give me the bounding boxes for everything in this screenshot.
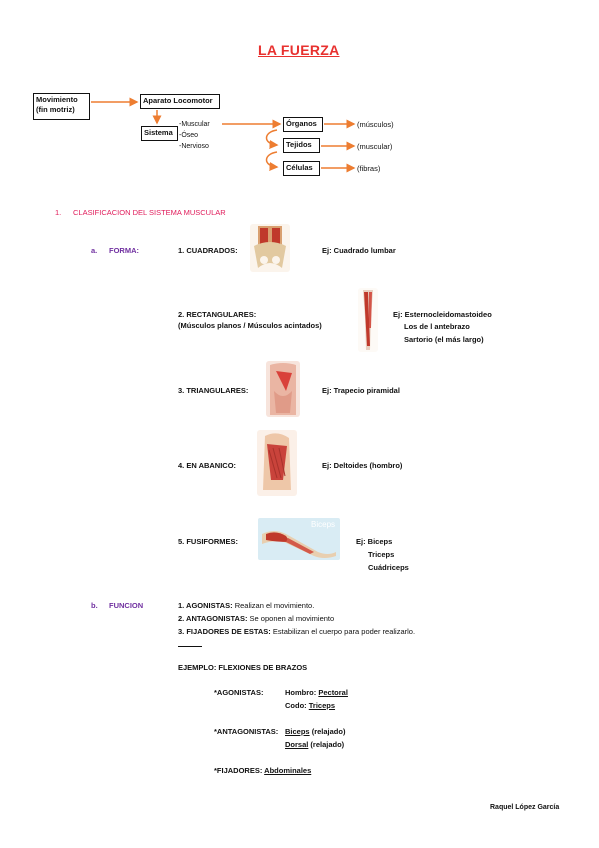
forma-letter: a. bbox=[91, 246, 98, 255]
antagonistas-row: Biceps (relajado) bbox=[285, 727, 345, 737]
sistema-box: Sistema bbox=[141, 126, 178, 141]
page-title: LA FUERZA bbox=[258, 42, 340, 58]
leg-muscle-image bbox=[358, 288, 378, 352]
sistema-item: -Muscular bbox=[179, 121, 210, 128]
funcion-item: 2. ANTAGONISTAS: Se oponen al movimiento bbox=[178, 614, 334, 624]
funcion-term: 1. AGONISTAS: bbox=[178, 601, 233, 610]
row-key: Hombro: bbox=[285, 688, 317, 697]
funcion-item: 1. AGONISTAS: Realizan el movimiento. bbox=[178, 601, 314, 611]
sistema-items: -Muscular -Óseo -Nervioso bbox=[179, 119, 210, 152]
forma-item-label-2: (Músculos planos / Músculos acintados) bbox=[178, 321, 322, 330]
fijadores-value: Abdominales bbox=[264, 766, 312, 775]
funcion-term: 3. FIJADORES DE ESTAS: bbox=[178, 627, 271, 636]
curved-arrow bbox=[265, 151, 279, 171]
section-number: 1. bbox=[55, 208, 62, 217]
antagonistas-row: Dorsal (relajado) bbox=[285, 740, 344, 750]
tejidos-box: Tejidos bbox=[283, 138, 320, 153]
funcion-text: Se oponen al movimiento bbox=[249, 614, 335, 623]
forma-example: Ej: Cuadrado lumbar bbox=[322, 246, 396, 255]
divider bbox=[178, 646, 202, 647]
funcion-text: Estabilizan el cuerpo para poder realiza… bbox=[272, 627, 416, 636]
tejidos-note: (muscular) bbox=[357, 142, 393, 151]
organos-note: (músculos) bbox=[357, 120, 394, 129]
row-value: Triceps bbox=[308, 701, 336, 710]
forma-example: Ej: Esternocleidomastoideo bbox=[393, 310, 492, 319]
forma-item-label: 2. RECTANGULARES: bbox=[178, 310, 257, 319]
trapezius-image bbox=[266, 361, 300, 417]
section-heading: CLASIFICACION DEL SISTEMA MUSCULAR bbox=[73, 208, 226, 217]
forma-example: Ej: Deltoides (hombro) bbox=[322, 461, 403, 470]
funcion-letter: b. bbox=[91, 601, 98, 610]
example-title: EJEMPLO: FLEXIONES DE BRAZOS bbox=[178, 663, 308, 672]
movimiento-label: Movimiento bbox=[36, 95, 78, 104]
author: Raquel López García bbox=[490, 804, 560, 811]
celulas-box: Células bbox=[283, 161, 320, 176]
forma-example: Ej: Trapecio piramidal bbox=[322, 386, 400, 395]
organos-box: Órganos bbox=[283, 117, 323, 132]
row-key: Codo: bbox=[285, 701, 307, 710]
row-value: Pectoral bbox=[318, 688, 348, 697]
agonistas-label: *AGONISTAS: bbox=[214, 688, 264, 697]
biceps-image: Biceps bbox=[258, 518, 340, 560]
forma-example: Sartorio (el más largo) bbox=[404, 335, 484, 344]
fijadores-label: *FIJADORES: bbox=[214, 766, 263, 775]
curved-arrow bbox=[265, 129, 279, 149]
forma-item-label: 3. TRIANGULARES: bbox=[178, 386, 249, 395]
funcion-item: 3. FIJADORES DE ESTAS: Estabilizan el cu… bbox=[178, 627, 415, 637]
diagram-arrows bbox=[91, 97, 356, 173]
agonistas-row: Codo: Triceps bbox=[285, 701, 335, 711]
forma-label: FORMA: bbox=[109, 246, 139, 255]
forma-example: Los de l antebrazo bbox=[404, 322, 470, 331]
movimiento-box: Movimiento (fin motriz) bbox=[33, 93, 90, 120]
funcion-term: 2. ANTAGONISTAS: bbox=[178, 614, 248, 623]
row-note: (relajado) bbox=[308, 740, 345, 749]
image-caption: Biceps bbox=[311, 520, 336, 529]
forma-item-label: 1. CUADRADOS: bbox=[178, 246, 238, 255]
sistema-item: -Óseo bbox=[179, 132, 199, 139]
celulas-note: (fibras) bbox=[357, 164, 381, 173]
forma-item-label: 4. EN ABANICO: bbox=[178, 461, 237, 470]
row-value: Biceps bbox=[285, 727, 310, 736]
antagonistas-label: *ANTAGONISTAS: bbox=[214, 727, 279, 736]
pelvis-image bbox=[250, 224, 290, 272]
forma-example: Triceps bbox=[368, 550, 395, 559]
forma-example: Ej: Biceps bbox=[356, 537, 393, 546]
deltoid-image bbox=[257, 430, 297, 496]
sistema-item: -Nervioso bbox=[179, 143, 209, 150]
row-value: Dorsal bbox=[285, 740, 309, 749]
agonistas-row: Hombro: Pectoral bbox=[285, 688, 348, 698]
movimiento-sub: (fin motriz) bbox=[36, 104, 75, 114]
forma-example: Cuádriceps bbox=[368, 563, 409, 572]
fijadores-row: *FIJADORES: Abdominales bbox=[214, 766, 311, 776]
funcion-label: FUNCION bbox=[109, 601, 144, 610]
forma-item-label: 5. FUSIFORMES: bbox=[178, 537, 239, 546]
row-note: (relajado) bbox=[309, 727, 346, 736]
funcion-text: Realizan el movimiento. bbox=[234, 601, 315, 610]
aparato-box: Aparato Locomotor bbox=[140, 94, 220, 109]
